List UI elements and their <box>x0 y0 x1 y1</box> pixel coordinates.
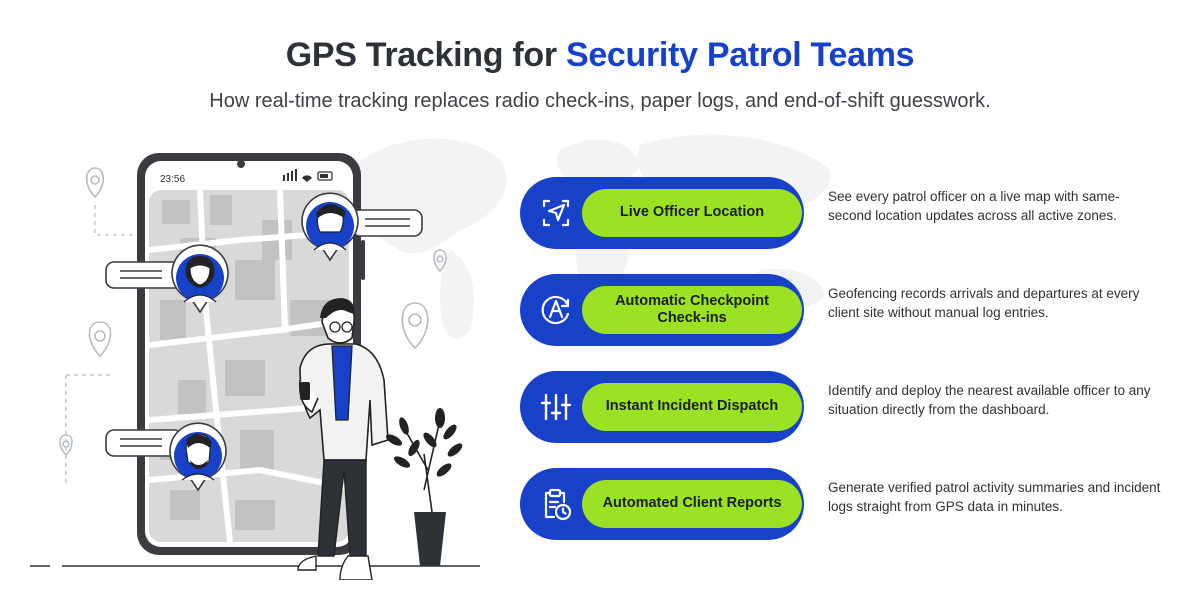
officer-pin-lower <box>105 422 227 492</box>
feature-label: Automated Client Reports <box>582 480 802 528</box>
feature-description: Identify and deploy the nearest availabl… <box>828 383 1151 417</box>
feature-label: Automatic Checkpoint Check-ins <box>582 286 802 334</box>
feature-automated-client-reports: Automated Client Reports Generate verifi… <box>520 468 1160 540</box>
officer-pin-top <box>301 192 423 262</box>
phone-illustration: 23:56 <box>30 153 480 580</box>
feature-description: Generate verified patrol activity summar… <box>828 480 1161 514</box>
potted-plant <box>385 408 463 566</box>
feature-instant-incident-dispatch: Instant Incident Dispatch Identify and d… <box>520 371 1160 443</box>
sliders-icon <box>540 393 572 421</box>
feature-label: Instant Incident Dispatch <box>582 383 802 431</box>
auto-checkin-icon <box>541 295 570 325</box>
title-accent: Security Patrol Teams <box>565 36 915 74</box>
feature-description: Geofencing records arrivals and departur… <box>828 286 1140 320</box>
location-arrow-icon <box>542 199 570 227</box>
page-title: GPS Tracking for Security Patrol Teams <box>0 36 1200 75</box>
title-prefix: GPS Tracking for <box>285 36 566 74</box>
report-clock-icon <box>544 488 572 521</box>
feature-label: Live Officer Location <box>582 189 802 237</box>
officer-pin-middle <box>105 244 229 314</box>
feature-live-officer-location: Live Officer Location See every patrol o… <box>520 177 1160 249</box>
man-with-phone <box>297 298 389 580</box>
page-subtitle: How real-time tracking replaces radio ch… <box>209 90 991 112</box>
feature-automatic-checkpoint: Automatic Checkpoint Check-ins Geofencin… <box>520 274 1160 346</box>
phone-time: 23:56 <box>160 174 185 185</box>
feature-description: See every patrol officer on a live map w… <box>828 189 1120 223</box>
